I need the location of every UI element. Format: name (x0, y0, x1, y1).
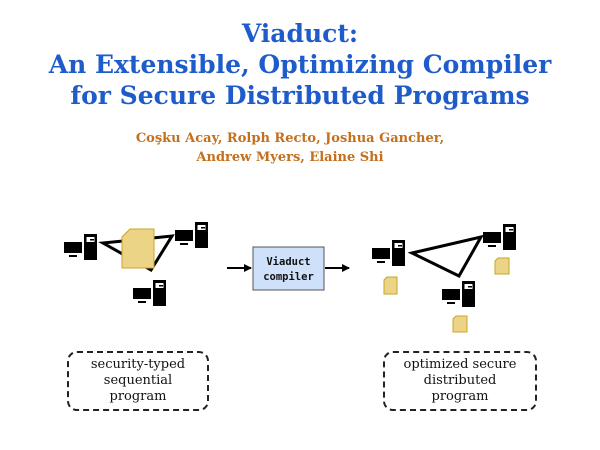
authors-line-1: Coşku Acay, Rolph Recto, Joshua Gancher, (135, 131, 445, 146)
input-program-label: security-typed sequential program (67, 351, 209, 411)
input-label-line-2: sequential (103, 373, 173, 388)
compiler-label-line-1: Viaduct (266, 256, 310, 268)
page-title: Viaduct: An Extensible, Optimizing Compi… (0, 18, 600, 111)
output-program-label: optimized secure distributed program (383, 351, 537, 411)
output-label-line-3: program (431, 389, 489, 404)
network-links (407, 234, 484, 278)
computer-icon (133, 280, 166, 306)
computer-icon (483, 224, 516, 250)
author-list: Coşku Acay, Rolph Recto, Joshua Gancher,… (0, 129, 580, 167)
computer-icon (175, 222, 208, 248)
output-network (372, 224, 516, 333)
input-label-line-1: security-typed (90, 357, 186, 372)
computer-icon (372, 240, 405, 266)
document-icon (121, 228, 155, 269)
input-label-line-3: program (109, 389, 167, 404)
title-line-3: for Secure Distributed Programs (70, 81, 530, 110)
input-network (64, 222, 208, 306)
authors-line-2: Andrew Myers, Elaine Shi (196, 150, 384, 165)
title-line-1: Viaduct: (241, 19, 359, 48)
computer-icon (64, 234, 97, 260)
output-label-line-1: optimized secure (403, 357, 517, 372)
compiler-box: Viaduct compiler (252, 246, 325, 291)
document-icon (494, 257, 510, 275)
document-icon (383, 276, 398, 295)
output-label-line-2: distributed (423, 373, 497, 388)
computer-icon (442, 281, 475, 307)
compiler-label-line-2: compiler (263, 271, 314, 283)
title-line-2: An Extensible, Optimizing Compiler (48, 50, 552, 79)
document-icon (452, 315, 468, 333)
